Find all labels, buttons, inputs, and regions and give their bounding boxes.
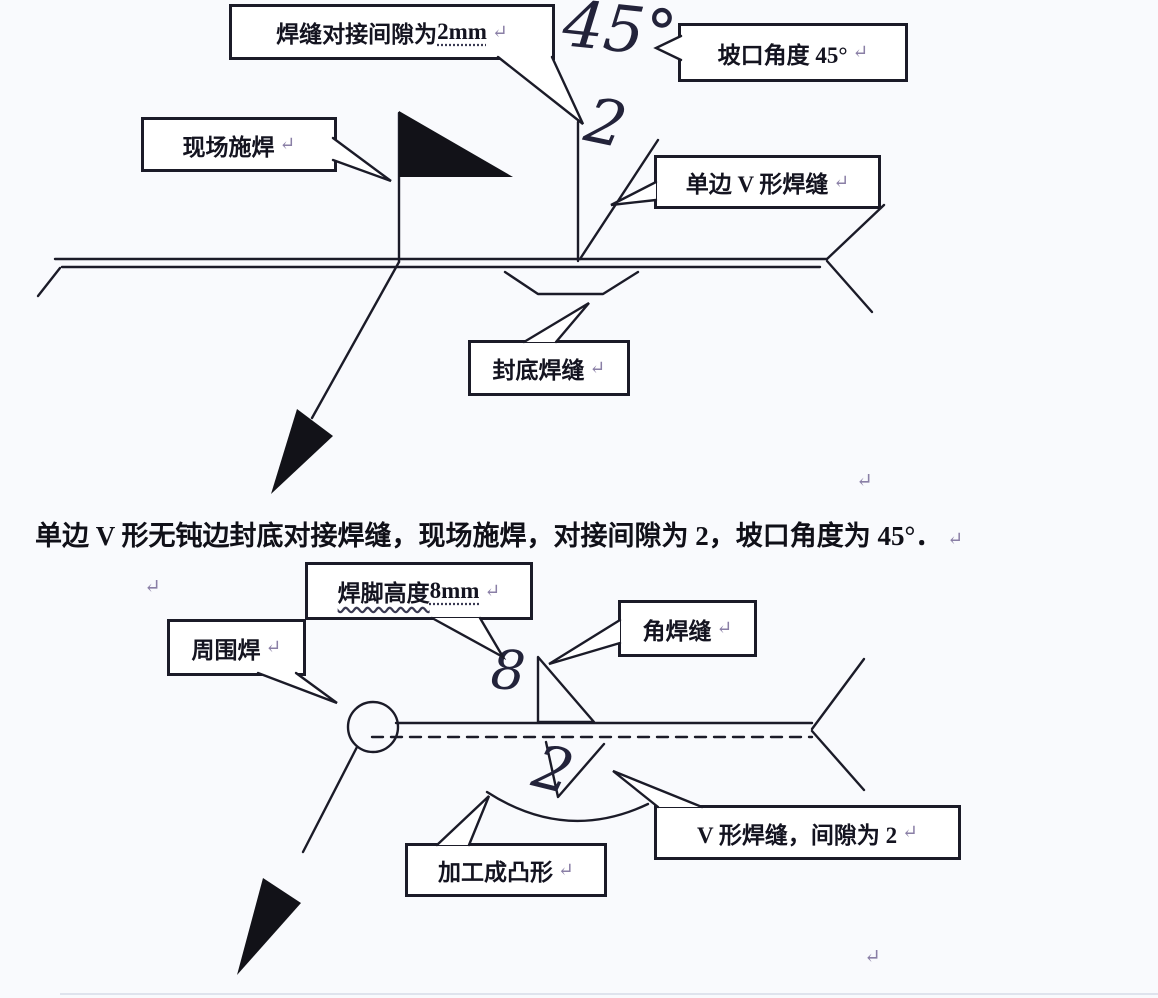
- caption-text: 单边 V 形无钝边封底对接焊缝，现场施焊，对接间隙为 2，坡口角度为 45°．↵: [35, 514, 963, 553]
- callout-groove-angle: 坡口角度 45°↵: [678, 23, 908, 82]
- callout-backing-weld: 封底焊缝↵: [468, 340, 630, 396]
- callout-convex-contour-text: 加工成凸形: [438, 860, 554, 885]
- reference-line-left-tail: [36, 266, 62, 298]
- callout-leg-height-text: 焊脚高度: [337, 581, 430, 606]
- paragraph-mark-icon: ↵: [484, 580, 501, 602]
- callout-weld-all-around-text: 周围焊: [191, 637, 261, 663]
- callout-convex-contour: 加工成凸形↵: [405, 843, 607, 897]
- callout-v-weld-gap-text: V 形焊缝，间隙为 2: [696, 822, 898, 848]
- callout-backing-weld-text: 封底焊缝: [492, 358, 585, 383]
- paragraph-mark-icon: ↵: [902, 822, 919, 843]
- callout-v-weld-gap: V 形焊缝，间隙为 2↵: [654, 805, 961, 860]
- leader-arrowhead-top-icon: [271, 409, 333, 494]
- callout-single-bevel-weld: 单边 V 形焊缝↵: [654, 155, 881, 209]
- paragraph-mark-icon: ↵: [716, 618, 733, 639]
- paragraph-mark-icon: ↵: [833, 171, 850, 193]
- callout-weld-gap-text: 焊缝对接间隙为: [276, 22, 438, 47]
- paragraph-mark-icon: ↵: [864, 946, 881, 968]
- callout-field-weld-text: 现场施焊: [182, 134, 275, 160]
- handwritten-groove-angle: 45°: [559, 0, 680, 73]
- paragraph-mark-icon: ↵: [491, 21, 508, 43]
- callout-field-weld: 现场施焊↵: [141, 117, 337, 172]
- paragraph-mark-icon: ↵: [279, 134, 296, 155]
- callout-leg-height: 焊脚高度 8mm↵: [305, 562, 533, 620]
- paragraph-mark-icon: ↵: [589, 357, 606, 379]
- tail-fork-top-down: [825, 259, 874, 314]
- callout-fillet-weld-text: 角焊缝: [642, 618, 712, 644]
- paragraph-mark-icon: ↵: [265, 637, 282, 658]
- leader-line-bottom: [301, 745, 359, 854]
- callout-fillet-weld: 角焊缝↵: [618, 600, 757, 657]
- paragraph-mark-icon: ↵: [558, 859, 574, 881]
- leader-line-top: [310, 260, 401, 420]
- paragraph-mark-icon: ↵: [856, 470, 873, 492]
- paragraph-mark-icon: ↵: [852, 42, 869, 63]
- field-weld-flag-icon: [399, 111, 513, 177]
- callout-leg-height-value: 8mm: [429, 578, 480, 603]
- weld-all-around-circle-icon: [346, 700, 400, 754]
- paragraph-mark-icon: ↵: [947, 529, 964, 550]
- caption-text-body: 单边 V 形无钝边封底对接焊缝，现场施焊，对接间隙为 2，坡口角度为 45°．: [35, 521, 943, 551]
- paragraph-mark-icon: ↵: [144, 576, 161, 598]
- v-groove-lines: [544, 740, 606, 799]
- convex-contour-arc: [485, 790, 650, 823]
- backing-weld-symbol: [503, 270, 640, 296]
- fillet-weld-triangle-icon: [536, 655, 596, 724]
- leader-arrowhead-bottom-icon: [237, 878, 301, 975]
- tail-fork-top-up: [825, 203, 886, 261]
- bottom-divider: [60, 993, 1158, 995]
- callout-weld-gap: 焊缝对接间隙为 2mm↵: [229, 4, 555, 60]
- callout-single-bevel-weld-text: 单边 V 形焊缝: [685, 172, 829, 197]
- handwritten-leg-size: 8: [488, 637, 528, 704]
- bevel-slant-line: [578, 138, 660, 261]
- tail-fork-bottom-up: [810, 657, 866, 731]
- tail-fork-bottom-down: [810, 729, 866, 792]
- callout-weld-gap-value: 2mm: [437, 19, 487, 44]
- callout-groove-angle-text: 坡口角度 45°: [717, 42, 848, 68]
- callout-weld-all-around: 周围焊↵: [167, 619, 306, 676]
